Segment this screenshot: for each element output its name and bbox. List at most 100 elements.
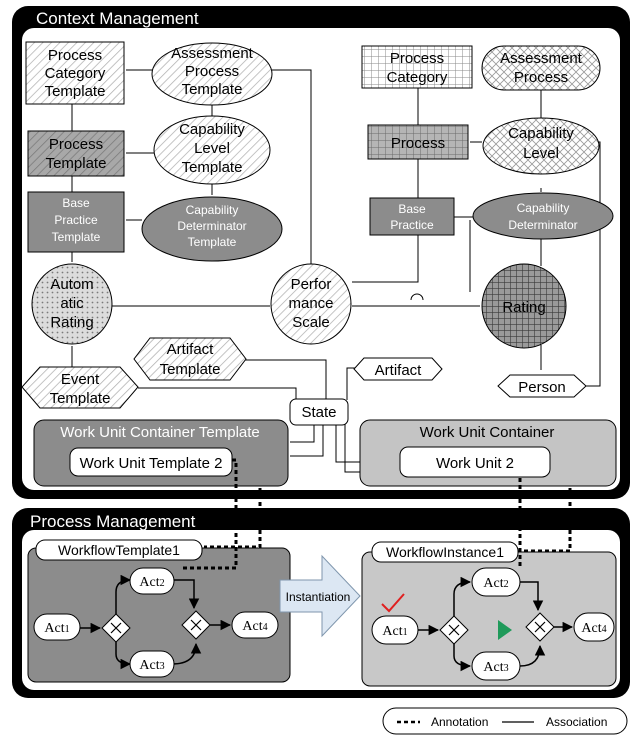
template-act4: Act4 — [231, 611, 279, 639]
work-unit-container: Work Unit Container Work Unit 2 — [359, 419, 617, 487]
base-practice-node: Base Practice — [369, 197, 455, 236]
svg-text:Act4: Act4 — [581, 621, 606, 636]
work-unit-2: Work Unit 2 — [436, 455, 514, 472]
process-node: Process — [367, 124, 469, 160]
wuc-template-title: Work Unit Container Template — [60, 424, 260, 441]
svg-text:Instantiation: Instantiation — [286, 590, 351, 604]
svg-text:Process: Process — [390, 50, 444, 67]
workflow-instance: WorkflowInstance1 — [361, 541, 617, 687]
svg-text:State: State — [301, 404, 336, 421]
template-act2: Act2 — [129, 567, 175, 595]
legend: Annotation Association — [382, 707, 628, 735]
process-template-node: Process Template — [27, 130, 125, 177]
svg-text:Rating: Rating — [502, 299, 545, 316]
svg-text:Act3: Act3 — [139, 658, 164, 673]
legend-annotation: Annotation — [431, 715, 488, 729]
svg-text:Act2: Act2 — [483, 576, 508, 591]
automatic-rating-node: Autom atic Rating — [31, 263, 113, 345]
annotation-lines — [180, 458, 572, 570]
svg-text:Process: Process — [391, 135, 445, 152]
instance-act1: Act1 — [371, 615, 419, 645]
svg-text:Process: Process — [48, 47, 102, 64]
svg-text:Base: Base — [62, 196, 90, 210]
svg-text:Template: Template — [45, 83, 106, 100]
artifact-template-node: Artifact Template — [133, 337, 247, 381]
template-join-gateway — [181, 610, 211, 640]
instantiation-arrow: Instantiation — [279, 554, 361, 638]
svg-text:Scale: Scale — [292, 314, 330, 331]
svg-text:Autom: Autom — [50, 276, 93, 293]
svg-text:Process: Process — [514, 69, 568, 86]
assessment-process-template-node: Assessment Process Template — [151, 42, 273, 106]
svg-text:Level: Level — [523, 145, 559, 162]
svg-text:Act2: Act2 — [139, 575, 164, 590]
instance-join-gateway — [525, 612, 555, 642]
checkmark-icon — [381, 593, 405, 613]
svg-text:Determinator: Determinator — [177, 219, 246, 233]
svg-text:Person: Person — [518, 379, 566, 396]
process-management-title: Process Management — [30, 512, 196, 531]
svg-text:atic: atic — [60, 295, 84, 312]
capability-determinator-node: Capability Determinator — [472, 192, 614, 240]
svg-text:Artifact: Artifact — [167, 341, 215, 358]
instance-act2: Act2 — [471, 567, 521, 597]
artifact-node: Artifact — [353, 357, 443, 381]
svg-text:Artifact: Artifact — [375, 362, 423, 379]
svg-text:Act4: Act4 — [242, 619, 267, 634]
svg-text:mance: mance — [288, 295, 333, 312]
svg-text:Level: Level — [194, 140, 230, 157]
workflow-template-name: WorkflowTemplate1 — [58, 542, 180, 558]
svg-text:Perfor: Perfor — [291, 276, 332, 293]
person-node: Person — [497, 374, 587, 398]
svg-text:Template: Template — [182, 159, 243, 176]
legend-association: Association — [546, 715, 607, 729]
svg-text:Category: Category — [45, 65, 106, 82]
svg-text:Capability: Capability — [179, 121, 245, 138]
capability-level-template-node: Capability Level Template — [153, 115, 271, 185]
svg-text:Event: Event — [61, 371, 100, 388]
svg-text:Practice: Practice — [390, 218, 434, 232]
svg-text:Template: Template — [188, 235, 237, 249]
template-act1: Act1 — [33, 613, 81, 641]
context-management-title: Context Management — [36, 9, 199, 28]
svg-text:Base: Base — [398, 202, 426, 216]
instance-flow-edges — [418, 576, 574, 672]
svg-text:Template: Template — [46, 155, 107, 172]
svg-text:Capability: Capability — [186, 203, 239, 217]
assessment-process-node: Assessment Process — [481, 45, 601, 91]
performance-scale-node: Perfor mance Scale — [270, 263, 352, 345]
instance-act3: Act3 — [471, 651, 521, 681]
svg-text:Category: Category — [387, 69, 448, 86]
svg-text:Rating: Rating — [50, 314, 93, 331]
state-node: State — [289, 398, 349, 426]
template-act3: Act3 — [129, 650, 175, 678]
svg-text:Assessment: Assessment — [171, 45, 254, 62]
svg-text:Act3: Act3 — [483, 660, 508, 675]
play-icon — [498, 620, 512, 640]
svg-text:Determinator: Determinator — [508, 218, 577, 232]
work-unit-template-2: Work Unit Template 2 — [80, 455, 223, 472]
svg-text:Template: Template — [50, 390, 111, 407]
svg-text:Capability: Capability — [517, 201, 570, 215]
work-unit-container-template: Work Unit Container Template Work Unit T… — [33, 419, 289, 487]
capability-determinator-template-node: Capability Determinator Template — [141, 196, 283, 262]
template-split-gateway — [101, 613, 131, 643]
capability-level-node: Capability Level — [482, 117, 600, 175]
base-practice-template-node: Base Practice Template — [27, 191, 125, 253]
rating-node: Rating — [481, 263, 567, 349]
template-flow-edges — [80, 574, 232, 670]
process-category-node: Process Category — [361, 45, 473, 89]
workflow-instance-name: WorkflowInstance1 — [386, 544, 504, 560]
svg-text:Process: Process — [49, 136, 103, 153]
instance-split-gateway — [439, 615, 469, 645]
svg-text:Assessment: Assessment — [500, 50, 583, 67]
process-category-template-node: Process Category Template — [25, 41, 125, 105]
svg-text:Template: Template — [52, 230, 101, 244]
instance-act4: Act4 — [573, 612, 615, 642]
svg-text:Practice: Practice — [54, 213, 98, 227]
workflow-template: WorkflowTemplate1 — [27, 539, 291, 683]
svg-text:Act1: Act1 — [382, 624, 407, 639]
svg-text:Process: Process — [185, 63, 239, 80]
